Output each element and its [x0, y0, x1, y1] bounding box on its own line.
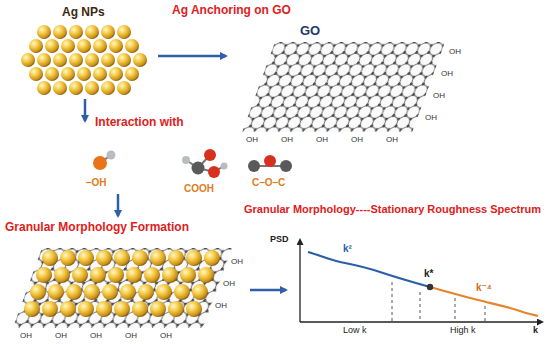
axis-label: High k — [450, 325, 476, 335]
point-label: k* — [424, 268, 433, 280]
group-label: OH — [425, 113, 437, 122]
flow-arrow — [117, 194, 120, 216]
group-label: OH — [281, 135, 293, 144]
section-heading: Ag Anchoring on GO — [172, 4, 291, 18]
group-label: OH — [231, 257, 243, 266]
group-label: OH — [351, 135, 363, 144]
group-label: OH — [20, 331, 32, 340]
section-heading: Interaction with — [95, 116, 184, 130]
axis-label: PSD — [270, 234, 289, 244]
flow-arrow — [158, 55, 226, 58]
group-label: –OH — [86, 177, 107, 189]
section-label: GO — [300, 24, 320, 39]
group-label: OH — [223, 279, 235, 288]
group-label: OH — [246, 135, 258, 144]
axis-label: k — [533, 325, 538, 335]
psd-chart — [300, 240, 542, 322]
group-label: OH — [90, 331, 102, 340]
group-label: OH — [449, 47, 461, 56]
group-label: OH — [160, 331, 172, 340]
ether-molecule — [248, 155, 292, 172]
group-label: OH — [441, 69, 453, 78]
group-label: COOH — [184, 183, 214, 195]
slope-label: k⁻⁴ — [476, 282, 492, 294]
group-label: OH — [316, 135, 328, 144]
anchored-ag-nanoparticles — [24, 250, 220, 317]
hydroxyl-molecule — [93, 151, 116, 171]
graphene-sheet — [242, 42, 445, 132]
group-label: C–O–C — [252, 177, 285, 189]
section-heading: Granular Morphology Formation — [5, 221, 189, 235]
slope-label: k² — [343, 243, 352, 255]
section-heading: Granular Morphology----Stationary Roughn… — [244, 203, 541, 216]
flow-arrow — [250, 289, 286, 292]
section-label: Ag NPs — [62, 6, 105, 20]
group-label: OH — [55, 331, 67, 340]
group-label: OH — [386, 135, 398, 144]
graphene-sheet — [13, 248, 232, 328]
flow-arrow — [84, 99, 87, 121]
group-label: OH — [433, 91, 445, 100]
ag-nanoparticles — [21, 25, 147, 95]
axis-label: Low k — [343, 325, 367, 335]
carboxyl-molecule — [182, 149, 228, 178]
group-label: OH — [215, 301, 227, 310]
group-label: OH — [125, 331, 137, 340]
